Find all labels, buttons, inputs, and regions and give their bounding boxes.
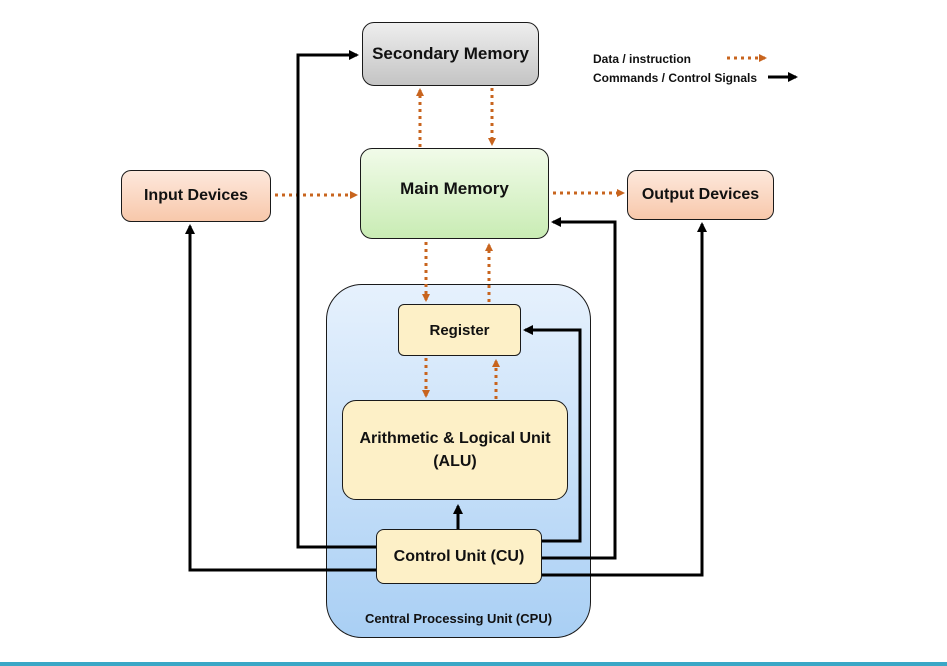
input-devices-label: Input Devices	[143, 187, 249, 204]
bottom-accent-line	[0, 662, 947, 666]
legend-control-label: Commands / Control Signals	[593, 71, 758, 85]
register-box: Register	[398, 304, 521, 356]
main-memory-label: Main Memory	[400, 179, 509, 198]
output-devices-box: Output Devices	[627, 170, 774, 220]
main-memory-box: Main Memory	[360, 148, 549, 239]
control-unit-label: Control Unit (CU)	[393, 547, 525, 565]
register-label: Register	[429, 321, 490, 339]
legend-data-label: Data / instruction	[593, 52, 692, 66]
input-devices-box: Input Devices	[121, 170, 271, 222]
alu-box: Arithmetic & Logical Unit (ALU)	[342, 400, 568, 500]
edge-cu-to-main	[542, 217, 617, 560]
secondary-memory-box: Secondary Memory	[362, 22, 539, 86]
alu-label-line2: (ALU)	[433, 453, 477, 470]
cpu-label: Central Processing Unit (CPU)	[364, 611, 553, 626]
edge-cu-to-output	[542, 222, 707, 577]
secondary-memory-label: Secondary Memory	[372, 44, 529, 63]
alu-label-line1: Arithmetic & Logical Unit	[359, 430, 551, 447]
edge-cu-to-register	[523, 325, 582, 543]
control-unit-box: Control Unit (CU)	[376, 529, 542, 584]
output-devices-label: Output Devices	[641, 186, 760, 203]
edge-cu-to-input	[185, 224, 376, 572]
edge-cu-to-secondary	[296, 50, 376, 549]
